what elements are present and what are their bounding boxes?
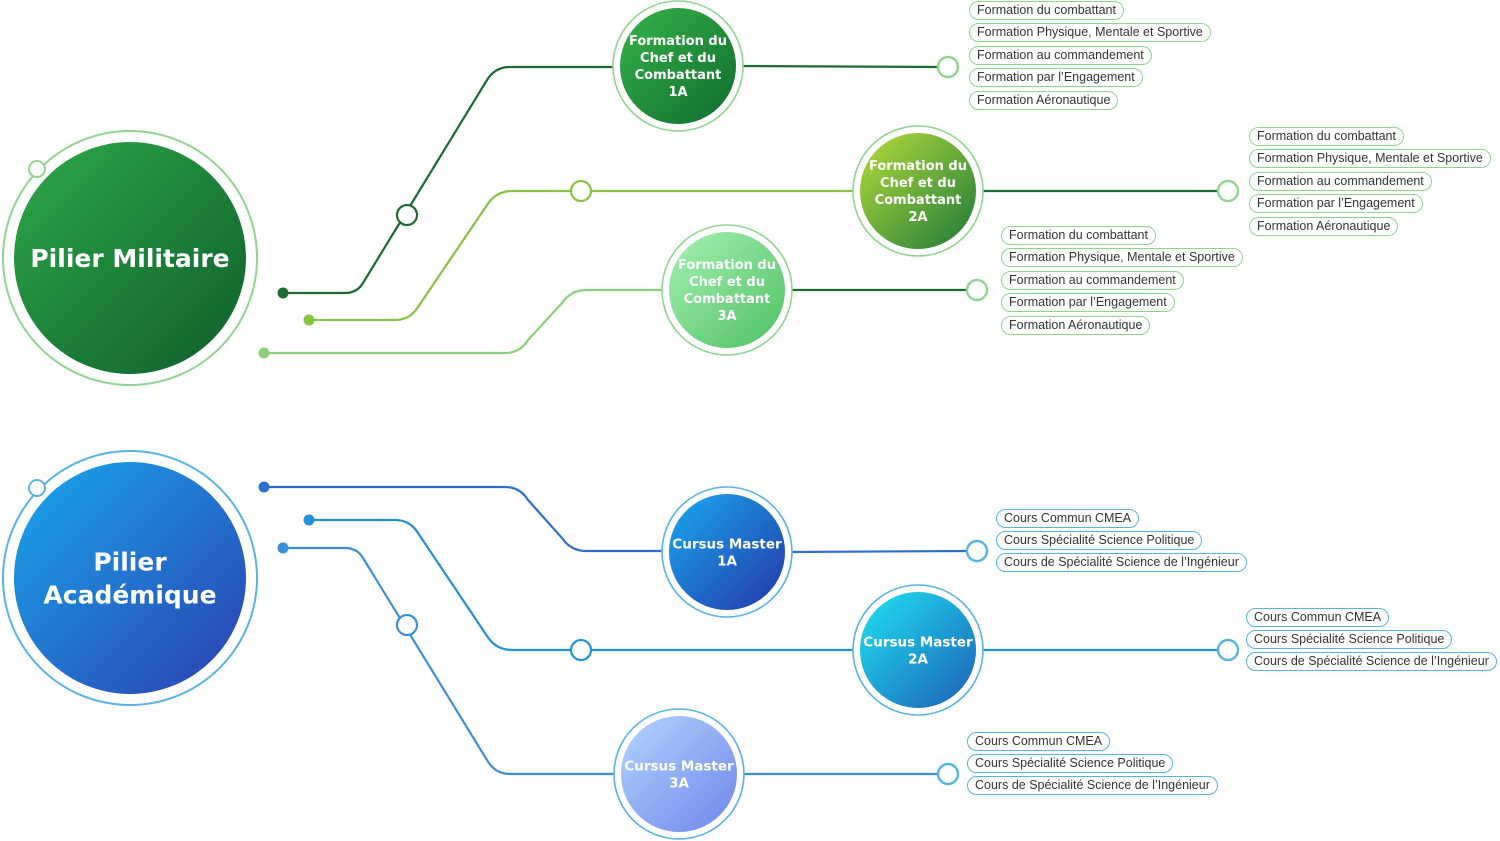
connector-waypoint-circle bbox=[569, 638, 593, 662]
course-item-pill: Cours Spécialité Science Politique bbox=[967, 754, 1174, 774]
course-item-pill: Formation Physique, Mentale et Sportive bbox=[1001, 248, 1243, 268]
connector-start-dot bbox=[303, 514, 315, 526]
year-node-label-line: Combattant bbox=[875, 193, 962, 208]
year-node-label-line: Formation du bbox=[629, 34, 727, 49]
items-connector-line bbox=[737, 64, 939, 69]
course-item-pill: Cours de Spécialité Science de l’Ingénie… bbox=[996, 553, 1247, 573]
course-item-pill: Cours de Spécialité Science de l’Ingénie… bbox=[967, 776, 1218, 796]
course-item-pill: Cours Commun CMEA bbox=[996, 509, 1140, 528]
course-item-pill: Cours de Spécialité Science de l’Ingénie… bbox=[1246, 652, 1497, 672]
pillar-connector-line bbox=[309, 518, 858, 652]
course-item-pill: Cours Commun CMEA bbox=[967, 732, 1111, 751]
year-node-label-line: Cursus Master bbox=[672, 536, 782, 552]
pillar-circle bbox=[14, 462, 246, 694]
connector-waypoint-circle bbox=[569, 179, 593, 203]
course-item-pill: Cours Commun CMEA bbox=[1246, 608, 1390, 627]
course-item-pill: Formation au commandement bbox=[1249, 171, 1432, 191]
course-item-pill: Formation Aéronautique bbox=[969, 90, 1119, 110]
items-connector-circle bbox=[965, 539, 989, 563]
course-item-pill: Formation par l’Engagement bbox=[969, 68, 1143, 88]
connector-waypoint-circle bbox=[395, 203, 419, 227]
year-node-label-line: Combattant bbox=[635, 68, 722, 83]
course-item-pill: Cours Spécialité Science Politique bbox=[996, 531, 1203, 551]
year-node-circle bbox=[860, 592, 976, 708]
year-node-circle bbox=[669, 494, 785, 610]
year-node-label-line: Formation du bbox=[678, 258, 776, 273]
year-node-label-line: Chef et du bbox=[689, 275, 765, 290]
pillar-connector-line bbox=[283, 65, 620, 295]
connector-waypoint-circle bbox=[395, 613, 419, 637]
year-node-label-line: Cursus Master bbox=[863, 634, 973, 650]
items-connector-line bbox=[786, 549, 968, 554]
pillar-connector-line bbox=[264, 485, 668, 553]
pillar-label-line: Pilier bbox=[93, 548, 167, 577]
year-node-label-line: Chef et du bbox=[880, 176, 956, 191]
pillar-node-mil: Pilier Militaire bbox=[2, 130, 258, 386]
course-item-pill: Formation Aéronautique bbox=[1249, 216, 1399, 236]
items-connector-circle bbox=[936, 55, 960, 79]
pillar-ring-handle bbox=[28, 479, 46, 497]
connector-start-dot bbox=[277, 287, 289, 299]
course-item-pill: Formation au commandement bbox=[969, 45, 1152, 65]
year-node-label-line: 3A bbox=[669, 775, 689, 791]
course-item-pill: Formation du combattant bbox=[1001, 226, 1156, 245]
year-node-label-line: Formation du bbox=[869, 159, 967, 174]
connector-start-dot bbox=[303, 314, 315, 326]
year-node-mil-2: Formation du Chef et du Combattant 2A bbox=[852, 125, 984, 257]
connector-start-dot bbox=[277, 542, 289, 554]
year-node-label-line: Chef et du bbox=[640, 51, 716, 66]
pillar-label-line: Académique bbox=[43, 581, 216, 610]
year-node-mil-3: Formation du Chef et du Combattant 3A bbox=[661, 224, 793, 356]
year-node-circle bbox=[669, 232, 785, 348]
year-node-label-line: Cursus Master bbox=[624, 758, 734, 774]
year-node-circle bbox=[621, 716, 737, 832]
year-node-label-line: 2A bbox=[908, 210, 927, 225]
year-node-label-line: 2A bbox=[908, 651, 928, 667]
items-connector-circle bbox=[1216, 638, 1240, 662]
year-node-label-line: 1A bbox=[717, 553, 737, 569]
course-item-pill: Formation du combattant bbox=[969, 1, 1124, 20]
pillar-ring-handle bbox=[28, 160, 46, 178]
year-node-circle bbox=[620, 8, 736, 124]
course-item-pill: Formation Aéronautique bbox=[1001, 315, 1151, 335]
pillar-connector-line bbox=[264, 288, 668, 355]
pillar-connector-line bbox=[309, 189, 858, 322]
course-item-pill: Formation par l’Engagement bbox=[1249, 194, 1423, 214]
connector-start-dot bbox=[258, 481, 270, 493]
course-item-pill: Formation Physique, Mentale et Sportive bbox=[969, 23, 1211, 43]
year-node-mil-1: Formation du Chef et du Combattant 1A bbox=[612, 0, 744, 132]
items-connector-circle bbox=[936, 762, 960, 786]
year-node-label-line: 1A bbox=[668, 85, 687, 100]
pillar-connector-line bbox=[283, 546, 620, 776]
connector-start-dot bbox=[258, 347, 270, 359]
course-item-pill: Formation par l’Engagement bbox=[1001, 293, 1175, 313]
items-connector-circle bbox=[1216, 179, 1240, 203]
course-item-pill: Formation au commandement bbox=[1001, 270, 1184, 290]
year-node-circle bbox=[860, 133, 976, 249]
year-node-label-line: 3A bbox=[717, 309, 736, 324]
year-node-label-line: Combattant bbox=[684, 292, 771, 307]
items-connector-circle bbox=[965, 278, 989, 302]
course-item-pill: Cours Spécialité Science Politique bbox=[1246, 630, 1453, 650]
pillar-label-line: Pilier Militaire bbox=[30, 244, 229, 273]
course-item-pill: Formation du combattant bbox=[1249, 127, 1404, 146]
pillar-circle bbox=[14, 142, 246, 374]
course-item-pill: Formation Physique, Mentale et Sportive bbox=[1249, 149, 1491, 169]
